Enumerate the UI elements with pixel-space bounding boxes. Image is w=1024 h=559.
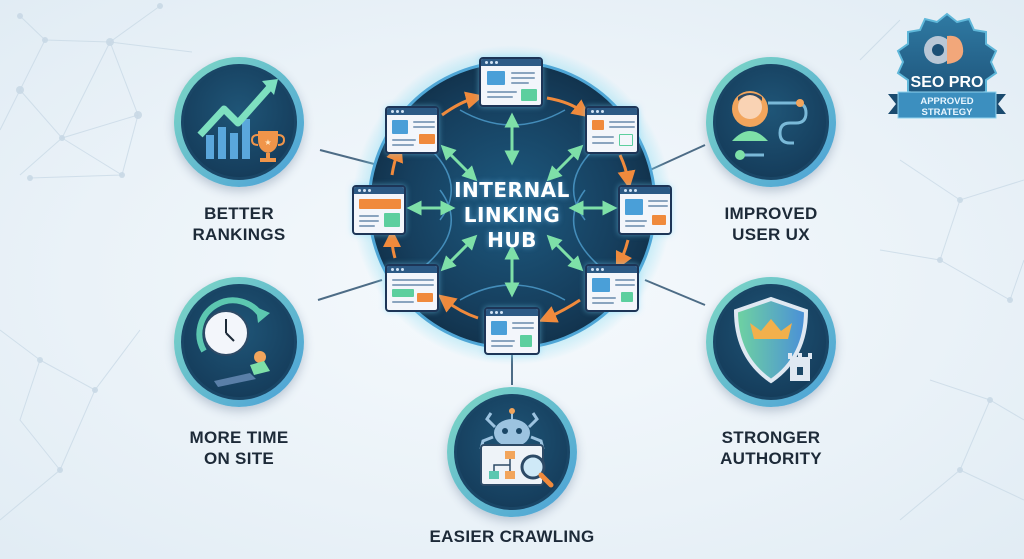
feature-label-better-rankings: BETTER RANKINGS [192,204,286,244]
feature-improved-user-ux [706,57,836,187]
feature-better-rankings: ★ [174,57,304,187]
feature-easier-crawling [447,387,577,517]
feature-stronger-authority [706,277,836,407]
hub-title: INTERNAL LINKING HUB [432,178,592,253]
badge-subtitle: APPROVED STRATEGY [920,96,974,118]
feature-label-easier-crawling: EASIER CRAWLING [429,527,595,546]
hub-title-line-3: HUB [487,228,537,252]
clock-relaxing-icon [196,297,270,387]
page-card-right [618,185,672,235]
hub-title-line-2: LINKING [463,203,561,227]
shield-crown-icon [733,296,812,384]
page-card-left [352,185,406,235]
badge-title: SEO PRO [910,74,984,91]
page-card-bottom-left [385,264,439,312]
page-card-top-right [585,106,639,154]
page-card-top-left [385,106,439,154]
page-card-bottom-right [585,264,639,312]
seo-pro-badge [888,12,1006,119]
feature-label-stronger-authority: STRONGER AUTHORITY [720,428,822,468]
page-card-top [479,57,543,107]
spider-bot-sitemap-icon [479,408,554,488]
feature-label-more-time-on-site: MORE TIME ON SITE [189,428,289,468]
feature-more-time-on-site [174,277,304,407]
gear-brain-icon [924,35,964,64]
hub-title-line-1: INTERNAL [454,178,570,202]
svg-text:★: ★ [264,138,271,147]
page-card-bottom [484,307,540,355]
user-journey-icon [732,91,808,160]
feature-label-improved-user-ux: IMPROVED USER UX [724,204,818,244]
trending-up-trophy-icon: ★ [197,79,286,162]
